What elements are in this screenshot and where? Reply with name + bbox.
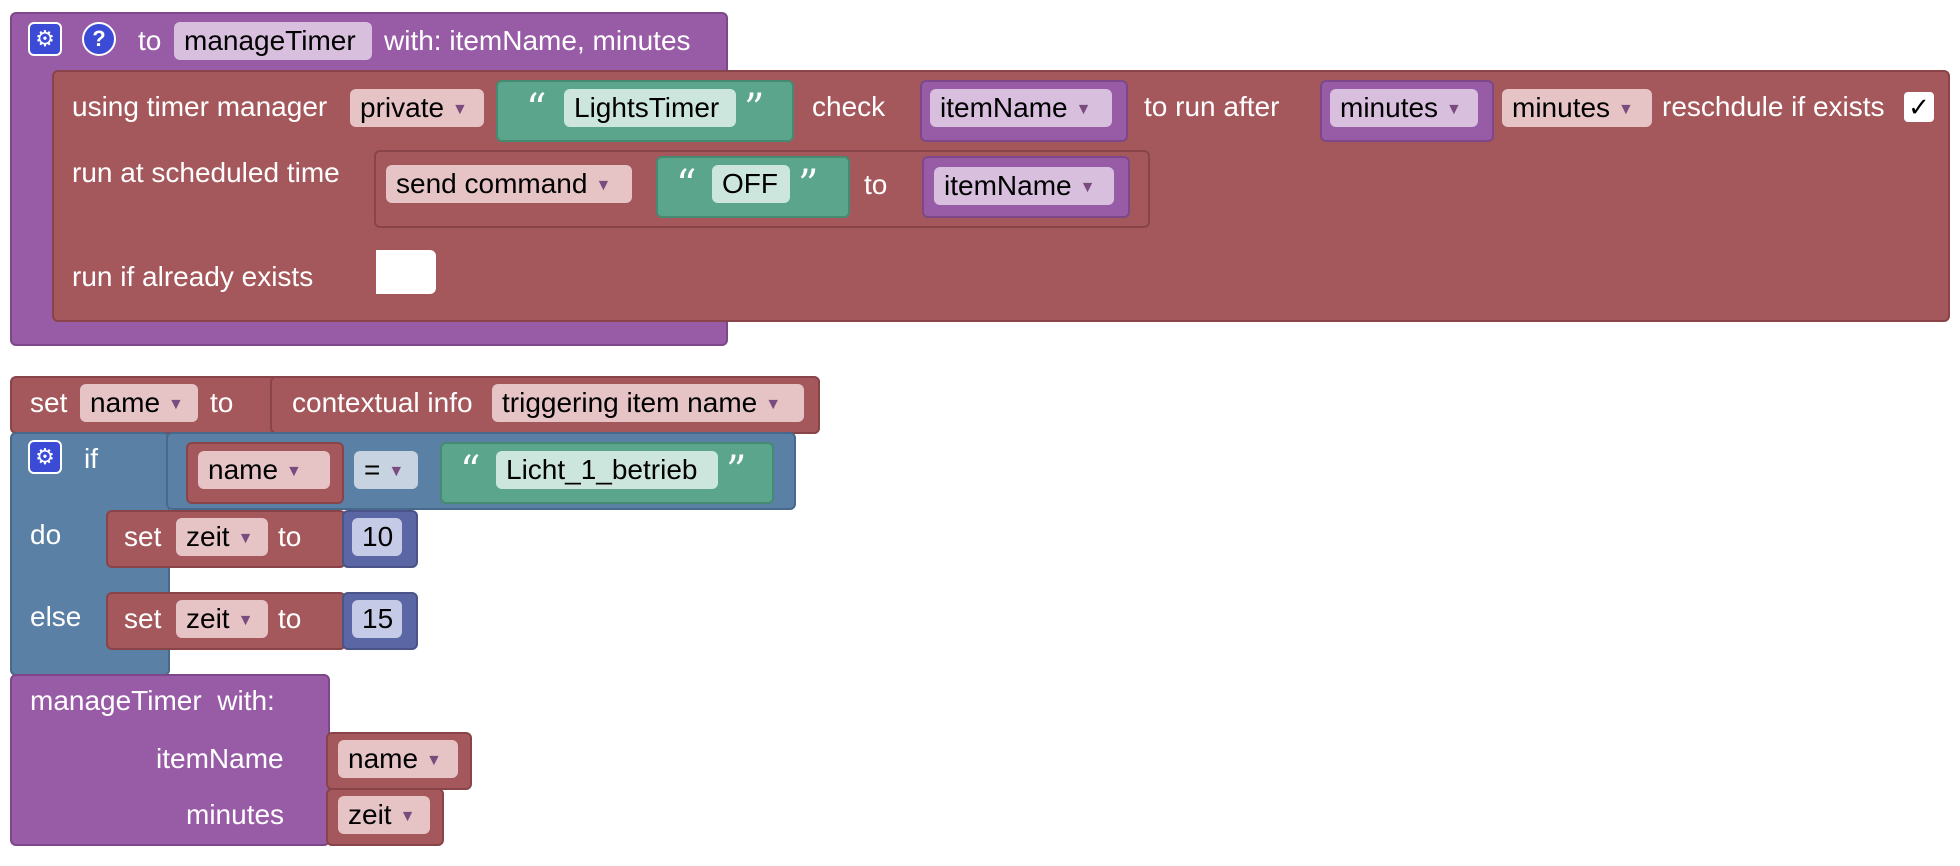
send-command-value: send command [396,168,588,199]
compare-operator-dropdown[interactable]: =▼ [354,451,418,489]
set-name-var-value: name [90,387,161,418]
close-quote-icon: ” [744,86,765,132]
timer-run-after-label: to run after [1144,91,1280,122]
run-scheduled-label: run at scheduled time [72,157,340,188]
send-item-value: itemName [944,170,1072,201]
contextual-info-value: triggering item name [502,387,758,418]
call-procedure-name: manageTimer [30,685,202,716]
contextual-info-dropdown[interactable]: triggering item name ▼ [492,384,804,422]
check-item-value: itemName [940,92,1068,123]
time-unit-value: minutes [1512,92,1611,123]
open-quote-icon: “ [460,448,481,494]
timer-name-field[interactable]: LightsTimer [564,89,736,127]
do-set-var-dropdown[interactable]: zeit ▼ [176,518,268,556]
run-exists-slot[interactable] [376,250,436,294]
call-name-label: manageTimer with: [30,684,275,718]
set-name-label: set [30,387,68,418]
procedure-to-label: to [138,25,162,56]
call-param2-dropdown[interactable]: zeit ▼ [338,796,430,834]
timer-check-label: check [812,91,886,122]
delay-var-dropdown[interactable]: minutes ▼ [1330,89,1478,127]
contextual-info-label: contextual info [292,387,473,418]
compare-value-field[interactable]: Licht_1_betrieb [496,451,718,489]
call-param2-label: minutes [186,799,285,830]
do-set-var-value: zeit [186,521,230,552]
else-set-to-label: to [278,603,302,634]
compare-var-value: name [208,454,279,485]
chevron-down-icon: ▼ [595,176,612,194]
send-value-field[interactable]: OFF [712,165,790,203]
delay-var-value: minutes [1340,92,1439,123]
gear-icon[interactable]: ⚙ [28,440,62,474]
call-with-label: with: [217,685,275,716]
else-set-label: set [124,603,162,634]
chevron-down-icon: ▼ [168,395,184,413]
do-label: do [30,519,62,550]
call-param2-value: zeit [348,799,392,830]
set-name-var-dropdown[interactable]: name ▼ [80,384,198,422]
else-set-var-dropdown[interactable]: zeit ▼ [176,600,268,638]
chevron-down-icon: ▼ [1618,100,1634,118]
chevron-down-icon: ▼ [426,751,442,769]
gear-icon[interactable]: ⚙ [28,22,62,56]
close-quote-icon: ” [726,448,747,494]
chevron-down-icon: ▼ [1446,100,1462,118]
timer-scope-dropdown[interactable]: private ▼ [350,89,484,127]
time-unit-dropdown[interactable]: minutes ▼ [1502,89,1652,127]
do-set-label: set [124,521,162,552]
else-set-value-field[interactable]: 15 [352,600,402,638]
do-set-value-field[interactable]: 10 [352,518,402,556]
chevron-down-icon: ▼ [286,462,302,480]
if-label: if [84,443,98,474]
send-item-dropdown[interactable]: itemName ▼ [934,167,1114,205]
close-quote-icon: ” [798,162,819,208]
chevron-down-icon: ▼ [388,462,405,480]
reschedule-checkbox[interactable]: ✓ [1904,92,1934,122]
else-set-var-value: zeit [186,603,230,634]
send-command-dropdown[interactable]: send command ▼ [386,165,632,203]
compare-var-dropdown[interactable]: name ▼ [198,451,330,489]
timer-scope-value: private [360,92,445,123]
open-quote-icon: “ [526,86,547,132]
compare-operator-value: = [364,454,381,485]
chevron-down-icon: ▼ [452,100,468,118]
reschedule-label: reschdule if exists [1662,91,1885,122]
send-to-label: to [864,169,888,200]
do-set-to-label: to [278,521,302,552]
chevron-down-icon: ▼ [399,807,416,825]
set-name-to-label: to [210,387,234,418]
chevron-down-icon: ▼ [765,395,782,413]
procedure-name-field[interactable]: manageTimer [174,22,372,60]
call-param1-value: name [348,743,419,774]
chevron-down-icon: ▼ [1075,100,1092,118]
else-label: else [30,601,82,632]
open-quote-icon: “ [676,162,697,208]
call-param1-dropdown[interactable]: name ▼ [338,740,458,778]
chevron-down-icon: ▼ [237,529,254,547]
check-item-dropdown[interactable]: itemName ▼ [930,89,1112,127]
run-exists-label: run if already exists [72,261,314,292]
call-procedure-block[interactable] [10,674,330,846]
help-icon[interactable]: ? [82,22,116,56]
chevron-down-icon: ▼ [1079,178,1096,196]
procedure-params-label: with: itemName, minutes [384,25,691,56]
chevron-down-icon: ▼ [237,611,254,629]
timer-using-label: using timer manager [72,91,328,122]
call-param1-label: itemName [156,743,284,774]
